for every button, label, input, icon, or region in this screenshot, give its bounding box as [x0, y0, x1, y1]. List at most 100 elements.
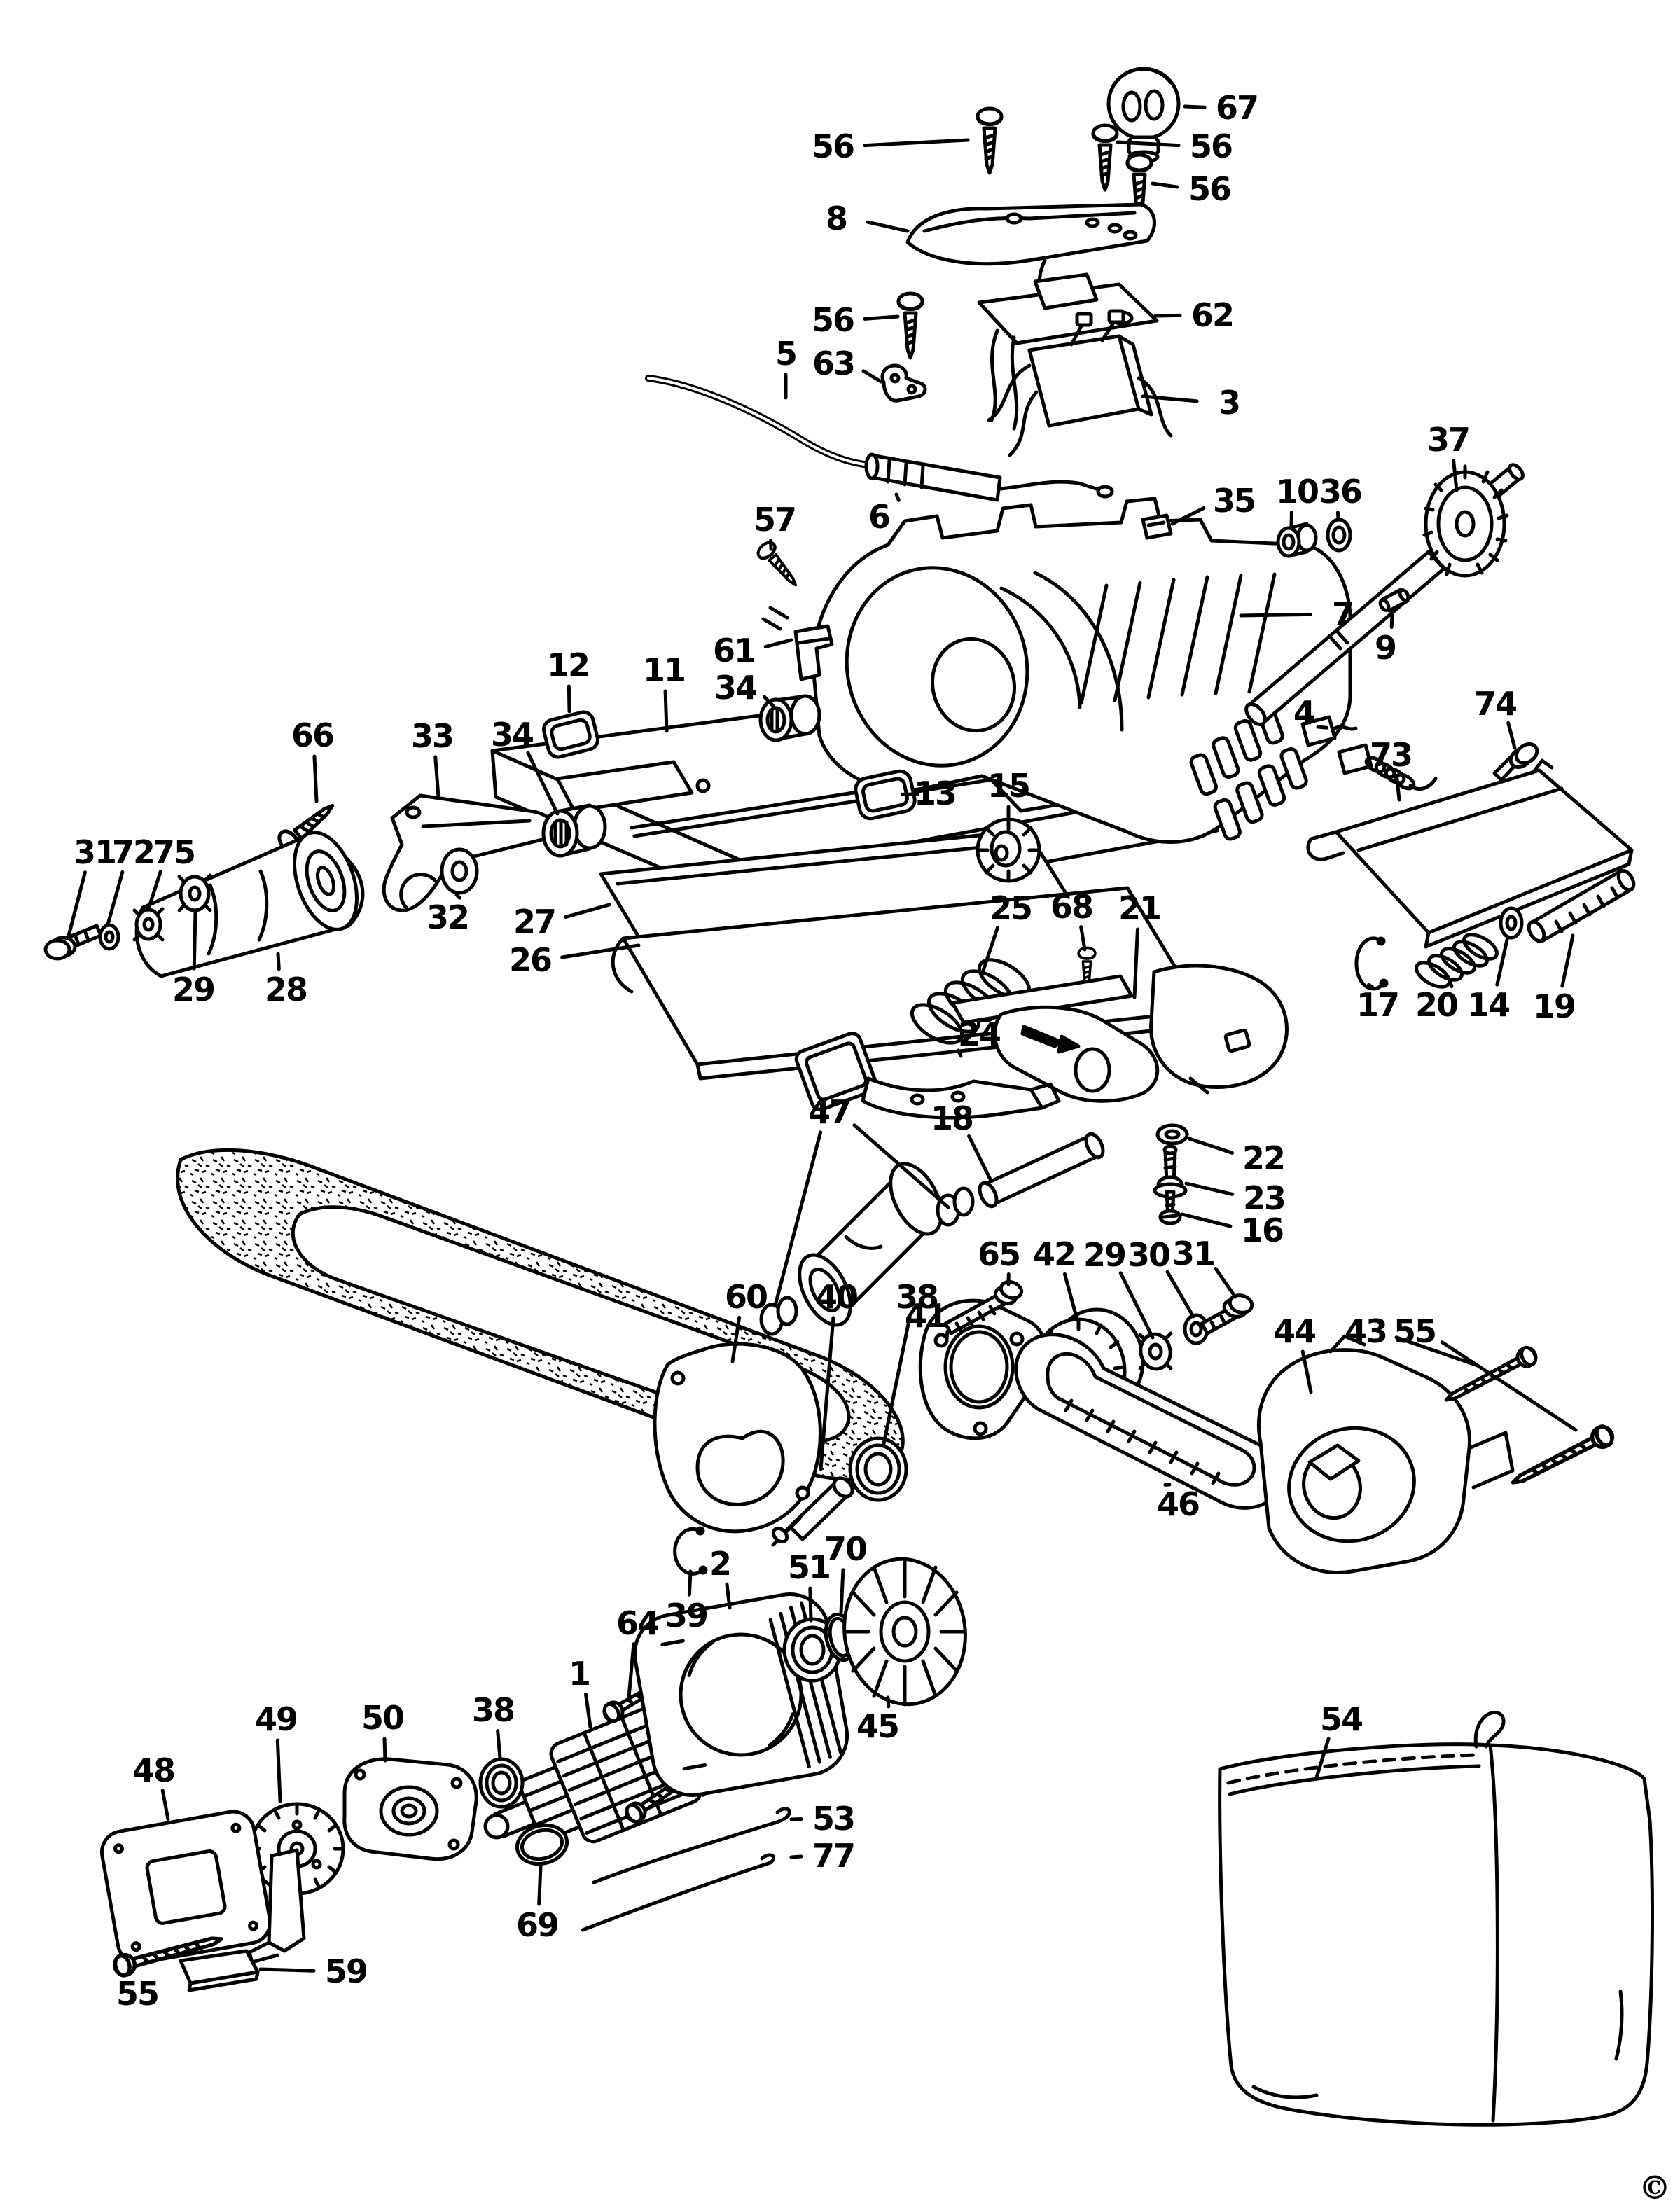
- callout-7: 7: [1332, 595, 1353, 633]
- callout-48: 48: [132, 1751, 174, 1789]
- leader-line-67: [1183, 104, 1207, 109]
- part-circlip-17: [1354, 936, 1389, 991]
- part-roller-47: [759, 1162, 975, 1336]
- part-washer-32: [440, 847, 479, 895]
- leader-line-38: [882, 1315, 912, 1446]
- leader-line-59: [258, 1967, 316, 1973]
- part-washer-72: [98, 923, 120, 951]
- leader-line-61: [763, 638, 793, 649]
- leader-line-47: [852, 1123, 950, 1209]
- callout-42: 42: [1033, 1235, 1075, 1273]
- leader-line-55: [1440, 1340, 1578, 1432]
- leader-line-54: [1314, 1737, 1331, 1779]
- part-pin-18: [978, 1132, 1105, 1209]
- leader-line-34: [762, 695, 775, 708]
- part-pad-12: [542, 710, 599, 759]
- leader-line-68: [1079, 925, 1087, 952]
- part-lever-21: [950, 964, 1289, 1103]
- callout-55: 55: [1394, 1312, 1436, 1350]
- callout-70: 70: [824, 1530, 866, 1568]
- leader-line-69: [537, 1863, 543, 1906]
- leader-line-24: [956, 1048, 963, 1058]
- leader-line-55: [126, 1969, 132, 1976]
- part-pad-13: [854, 769, 917, 821]
- callout-22: 22: [1242, 1139, 1284, 1177]
- part-flange-41: [918, 1298, 1048, 1440]
- part-screw-16: [1158, 1190, 1182, 1225]
- part-bolt-31-left: [43, 924, 103, 961]
- leader-line-31: [1214, 1267, 1237, 1299]
- callout-16: 16: [1241, 1211, 1283, 1249]
- callout-1: 1: [569, 1655, 590, 1693]
- leader-line-16: [1180, 1212, 1233, 1228]
- callout-2: 2: [709, 1545, 730, 1583]
- leader-line-66: [312, 754, 319, 803]
- callout-5: 5: [775, 335, 796, 373]
- part-handle-8: [905, 202, 1156, 320]
- part-gear-housing-50: [342, 1757, 478, 1861]
- leader-line-42: [1062, 1272, 1079, 1321]
- callout-25: 25: [990, 889, 1032, 927]
- callout-51: 51: [788, 1548, 830, 1586]
- leader-line-70: [839, 1568, 845, 1614]
- callout-45: 45: [856, 1707, 898, 1745]
- callout-62: 62: [1191, 296, 1233, 334]
- leader-line-56: [863, 138, 970, 148]
- callout-30: 30: [1127, 1236, 1169, 1274]
- callout-72: 72: [112, 833, 154, 871]
- leader-line-9: [1389, 611, 1394, 630]
- callout-32: 32: [426, 898, 468, 936]
- part-dust-bag-54: [1218, 1710, 1654, 2127]
- callout-65: 65: [978, 1235, 1020, 1273]
- leader-line-26: [560, 943, 641, 959]
- callout-39: 39: [665, 1597, 707, 1634]
- callout-49: 49: [255, 1700, 297, 1738]
- part-oring-69: [515, 1823, 569, 1866]
- part-end-cap-48: [99, 1810, 306, 1965]
- leader-line-60: [730, 1315, 742, 1363]
- part-bearing-38-rear: [478, 1757, 525, 1809]
- callout-35: 35: [1213, 482, 1255, 520]
- leader-line-7: [1239, 612, 1312, 618]
- callout-59: 59: [325, 1952, 367, 1990]
- leader-line-40: [819, 1316, 835, 1471]
- callout-44: 44: [1273, 1312, 1315, 1350]
- callout-64: 64: [616, 1604, 658, 1642]
- part-screw-43: [1442, 1345, 1539, 1408]
- part-screw-56-b: [1093, 125, 1117, 190]
- part-drive-belt-46: [1014, 1333, 1284, 1510]
- leader-line-64: [627, 1642, 636, 1700]
- callout-15: 15: [987, 767, 1029, 805]
- leader-line-28: [276, 952, 281, 971]
- callout-74: 74: [1474, 685, 1516, 723]
- leader-line-18: [967, 1134, 992, 1181]
- callout-63: 63: [812, 345, 854, 382]
- callout-13: 13: [914, 775, 956, 812]
- leader-line-44: [1300, 1349, 1313, 1394]
- part-washer-22: [1155, 1123, 1189, 1146]
- leader-line-53: [789, 1817, 803, 1821]
- leader-line-6: [894, 492, 901, 502]
- leader-line-34: [526, 751, 560, 816]
- callout-31: 31: [1172, 1235, 1214, 1272]
- part-cord-protector-6: [864, 452, 1114, 502]
- part-cover-73: [1306, 758, 1634, 949]
- callout-24: 24: [958, 1015, 1000, 1053]
- part-gasket-60: [653, 1342, 822, 1534]
- leader-line-30: [1165, 1270, 1195, 1319]
- leader-line-50: [382, 1737, 387, 1763]
- leader-line-25: [981, 925, 1000, 973]
- part-switch-3: [987, 309, 1173, 457]
- callout-75: 75: [153, 833, 195, 871]
- callout-4: 4: [1293, 694, 1314, 732]
- part-screw-56-d: [898, 293, 922, 358]
- leader-line-47: [774, 1130, 823, 1305]
- callout-18: 18: [931, 1099, 973, 1137]
- callout-6: 6: [868, 498, 889, 536]
- leader-line-19: [1560, 933, 1575, 988]
- callout-56: 56: [812, 301, 854, 339]
- leader-line-22: [1187, 1137, 1235, 1155]
- callout-46: 46: [1157, 1485, 1199, 1523]
- part-cable-clamp-63: [880, 363, 927, 403]
- leader-line-39: [687, 1569, 693, 1597]
